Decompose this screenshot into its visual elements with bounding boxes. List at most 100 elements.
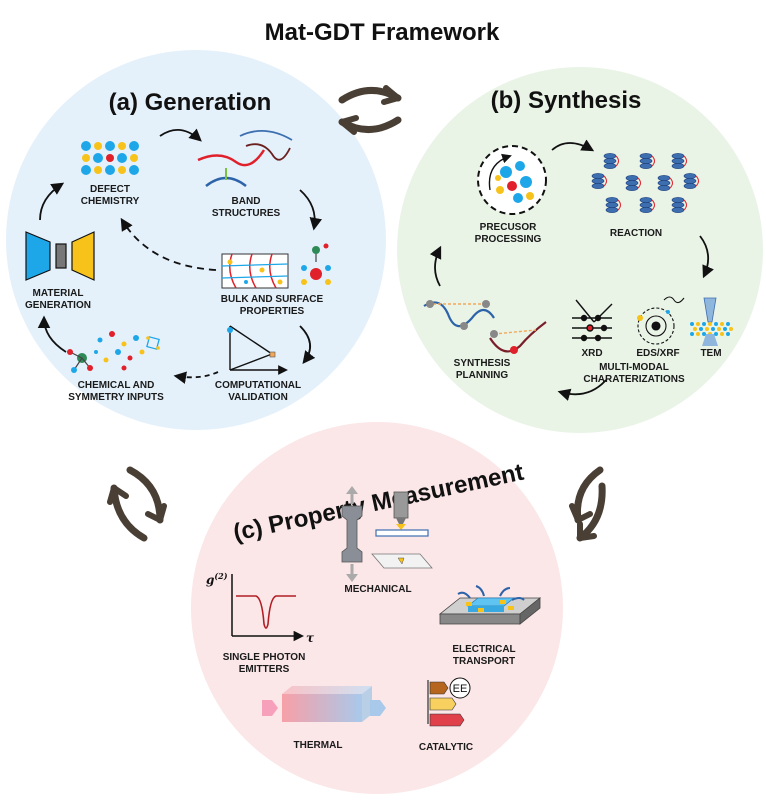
- catalytic-label: CATALYTIC: [419, 742, 473, 753]
- tem-lattice-atom: [702, 322, 706, 326]
- reaction-coil-segment: [671, 202, 685, 208]
- generation-flow-arrows: [37, 128, 322, 384]
- tem-lattice-atom: [729, 327, 733, 331]
- reaction-coil-segment: [625, 180, 639, 186]
- cycle-arrows-icon: [569, 466, 606, 542]
- thermal-label: THERMAL: [294, 740, 343, 751]
- cycle-arrows-icon: [338, 85, 402, 135]
- tem-lattice-atom: [699, 327, 703, 331]
- reaction-heater-wire: [651, 155, 655, 167]
- tem-lattice-atom: [696, 322, 700, 326]
- tensile-icon: [341, 486, 433, 582]
- tem-lattice-atom: [726, 322, 730, 326]
- reaction-coil-segment: [639, 153, 653, 159]
- device-chip-icon: [438, 585, 542, 625]
- reaction-coil-segment: [591, 173, 605, 179]
- reaction-coil-segment: [603, 153, 617, 159]
- main-title: Mat-GDT Framework: [265, 19, 500, 46]
- reaction-coil-segment: [639, 202, 653, 208]
- reaction-coil-segment: [671, 158, 685, 164]
- tem-lattice-atom: [714, 332, 718, 336]
- tem-lattice-atom: [690, 322, 694, 326]
- reaction-heater-wire: [683, 199, 687, 211]
- reaction-coil-segment: [671, 163, 685, 169]
- xrd-label: XRD: [581, 348, 602, 359]
- reaction-heater-wire: [617, 199, 621, 211]
- bulk-surface-icon: [221, 243, 331, 289]
- tem-lattice-atom: [720, 322, 724, 326]
- reaction-coil-segment: [683, 173, 697, 179]
- tem-lattice-atom: [690, 332, 694, 336]
- tem-lattice-atom: [702, 332, 706, 336]
- tem-lattice-atom: [693, 327, 697, 331]
- reaction-heater-wire: [683, 155, 687, 167]
- reaction-coil-segment: [625, 175, 639, 181]
- reaction-heater-wire: [637, 177, 641, 189]
- synthesis-flow-arrows: [429, 139, 714, 401]
- planning-curve-icon: [423, 300, 547, 354]
- reaction-coil-segment: [605, 202, 619, 208]
- band-structure-icon: [197, 130, 293, 187]
- reaction-label: REACTION: [610, 228, 662, 239]
- reaction-coil-segment: [639, 158, 653, 164]
- reaction-coil-segment: [657, 185, 671, 191]
- tem-lattice-atom: [717, 327, 721, 331]
- chemical-inputs-icon: [67, 331, 160, 373]
- reaction-coil-segment: [625, 185, 639, 191]
- tem-label: TEM: [700, 348, 721, 359]
- tem-lattice-atom: [711, 327, 715, 331]
- eds-icon: [637, 296, 685, 345]
- tem-lattice-atom: [705, 327, 709, 331]
- svg-text:g(2): g(2): [206, 571, 228, 587]
- reaction-coil-segment: [639, 207, 653, 213]
- reaction-coil-segment: [639, 163, 653, 169]
- mechanical-label: MECHANICAL: [344, 584, 411, 595]
- reaction-coil-segment: [671, 197, 685, 203]
- reaction-coil-segment: [683, 183, 697, 189]
- reaction-heater-wire: [651, 199, 655, 211]
- thermal-bar-icon: [262, 686, 386, 722]
- reaction-coil-segment: [605, 197, 619, 203]
- reaction-heater-wire: [669, 177, 673, 189]
- precursor-icon: [477, 145, 547, 215]
- reaction-coil-segment: [591, 178, 605, 184]
- reaction-coil-segment: [671, 153, 685, 159]
- g2-plot-icon: g(2) τ: [206, 571, 315, 645]
- generation-model-icon: [25, 231, 95, 281]
- eds-xrf-label: EDS/XRF: [636, 348, 679, 359]
- reaction-coil-segment: [639, 197, 653, 203]
- svg-text:τ: τ: [306, 631, 315, 645]
- reaction-coil-segment: [603, 158, 617, 164]
- xrd-icon: [572, 299, 613, 342]
- reaction-coils-icon: [591, 153, 699, 213]
- svg-text:EE: EE: [453, 683, 468, 695]
- validation-plot-icon: [227, 325, 286, 370]
- tem-icon: [690, 297, 733, 346]
- generation-title: (a) Generation: [109, 89, 272, 116]
- reaction-coil-segment: [605, 207, 619, 213]
- reaction-coil-segment: [591, 183, 605, 189]
- reaction-coil-segment: [671, 207, 685, 213]
- synthesis-circle: [397, 67, 763, 433]
- energy-label-icon: EE: [427, 677, 471, 727]
- cycle-arrows-icon: [107, 466, 167, 542]
- tem-lattice-atom: [696, 332, 700, 336]
- reaction-coil-segment: [683, 178, 697, 184]
- reaction-coil-segment: [603, 163, 617, 169]
- reaction-heater-wire: [695, 175, 699, 187]
- tem-lattice-atom: [708, 322, 712, 326]
- tem-lattice-atom: [723, 327, 727, 331]
- synthesis-title: (b) Synthesis: [491, 87, 642, 114]
- tem-lattice-atom: [726, 332, 730, 336]
